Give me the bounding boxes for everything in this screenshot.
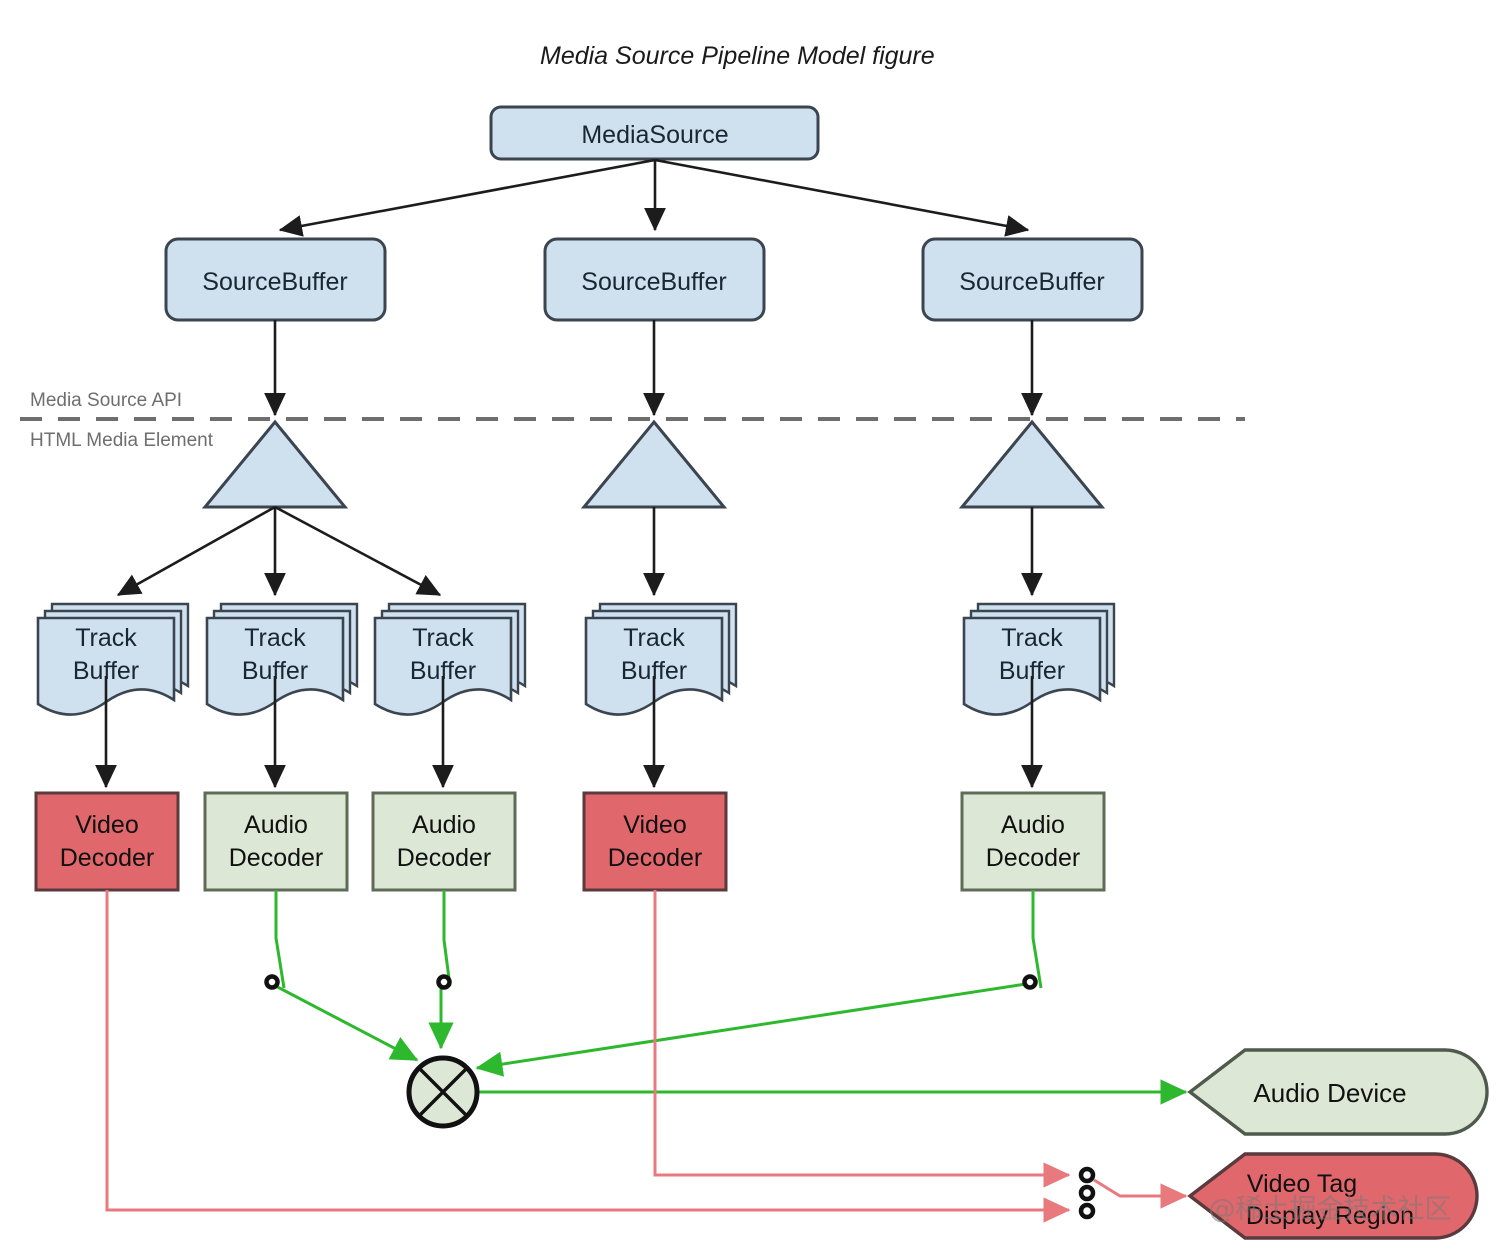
node-video-tag-display-region: Video Tag Display Region	[1187, 1152, 1479, 1240]
node-sourcebuffer-2-label: SourceBuffer	[581, 268, 726, 296]
edges-sourcebuffer-to-element	[264, 320, 1043, 417]
node-decoder-audio-1-label-line1: Audio	[244, 811, 308, 839]
edges-demuxer-to-trackbuffer	[116, 505, 1043, 597]
node-audio-device-label: Audio Device	[1253, 1078, 1406, 1108]
figure-title: Media Source Pipeline Model figure	[540, 42, 935, 70]
node-video-tag-label-line2: Display Region	[1246, 1202, 1414, 1230]
node-decoder-audio-3-label-line2: Decoder	[986, 844, 1081, 872]
video-signal-paths	[105, 890, 1188, 1223]
node-trackbuffer-2: Track Buffer	[205, 602, 359, 716]
node-decoder-video-1-label-line1: Video	[75, 811, 139, 839]
layer-divider: Media Source API HTML Media Element	[20, 390, 1245, 451]
node-trackbuffer-3-label-line1: Track	[412, 624, 474, 652]
node-demuxer-triangle-2	[580, 419, 728, 509]
node-decoder-video-2-label-line2: Decoder	[608, 844, 703, 872]
node-trackbuffer-3: Track Buffer	[373, 602, 527, 716]
node-sourcebuffer-1: SourceBuffer	[164, 237, 387, 322]
node-mediasource: MediaSource	[489, 105, 820, 161]
node-decoder-audio-2-label-line1: Audio	[412, 811, 476, 839]
node-decoder-video-1: Video Decoder	[34, 791, 180, 892]
edges-mediasource-to-sourcebuffers	[278, 158, 1030, 237]
video-switch-dot-middle[interactable]	[1078, 1184, 1096, 1202]
node-decoder-video-2: Video Decoder	[582, 791, 728, 892]
node-trackbuffer-2-label-line1: Track	[244, 624, 306, 652]
audio-switch-dot-2[interactable]	[436, 974, 452, 990]
audio-signal-paths	[267, 890, 1188, 1105]
node-video-tag-label-line1: Video Tag	[1247, 1170, 1357, 1198]
audio-switch-dot-1[interactable]	[264, 974, 280, 990]
node-decoder-audio-1: Audio Decoder	[203, 791, 349, 892]
node-sourcebuffer-2: SourceBuffer	[543, 237, 766, 322]
node-decoder-audio-3-label-line1: Audio	[1001, 811, 1065, 839]
video-switch-dot-top[interactable]	[1078, 1166, 1096, 1184]
divider-label-above: Media Source API	[30, 390, 182, 411]
node-decoder-video-2-label-line1: Video	[623, 811, 687, 839]
audio-mixer-node	[406, 1055, 480, 1129]
node-decoder-audio-3: Audio Decoder	[960, 791, 1106, 892]
node-mediasource-label: MediaSource	[581, 121, 728, 149]
node-sourcebuffer-3-label: SourceBuffer	[959, 268, 1104, 296]
watermark-text: @稀土掘金技术社区	[1209, 1194, 1452, 1225]
node-audio-device: Audio Device	[1187, 1048, 1489, 1136]
edges-trackbuffer-to-decoder	[95, 676, 1043, 789]
node-demuxer-triangle-1	[201, 419, 349, 509]
node-decoder-audio-2: Audio Decoder	[371, 791, 517, 892]
node-trackbuffer-5: Track Buffer	[962, 602, 1116, 716]
node-decoder-audio-2-label-line2: Decoder	[397, 844, 492, 872]
node-trackbuffer-5-label-line1: Track	[1001, 624, 1063, 652]
node-decoder-video-1-label-line2: Decoder	[60, 844, 155, 872]
node-sourcebuffer-1-label: SourceBuffer	[202, 268, 347, 296]
node-trackbuffer-1: Track Buffer	[36, 602, 190, 716]
node-demuxer-triangle-3	[958, 419, 1106, 509]
audio-switch-dot-3[interactable]	[1022, 974, 1038, 990]
node-trackbuffer-4: Track Buffer	[584, 602, 738, 716]
node-sourcebuffer-3: SourceBuffer	[921, 237, 1144, 322]
node-decoder-audio-1-label-line2: Decoder	[229, 844, 324, 872]
divider-label-below: HTML Media Element	[30, 430, 214, 451]
video-switch-dot-bottom[interactable]	[1078, 1202, 1096, 1220]
node-trackbuffer-1-label-line1: Track	[75, 624, 137, 652]
node-trackbuffer-4-label-line1: Track	[623, 624, 685, 652]
